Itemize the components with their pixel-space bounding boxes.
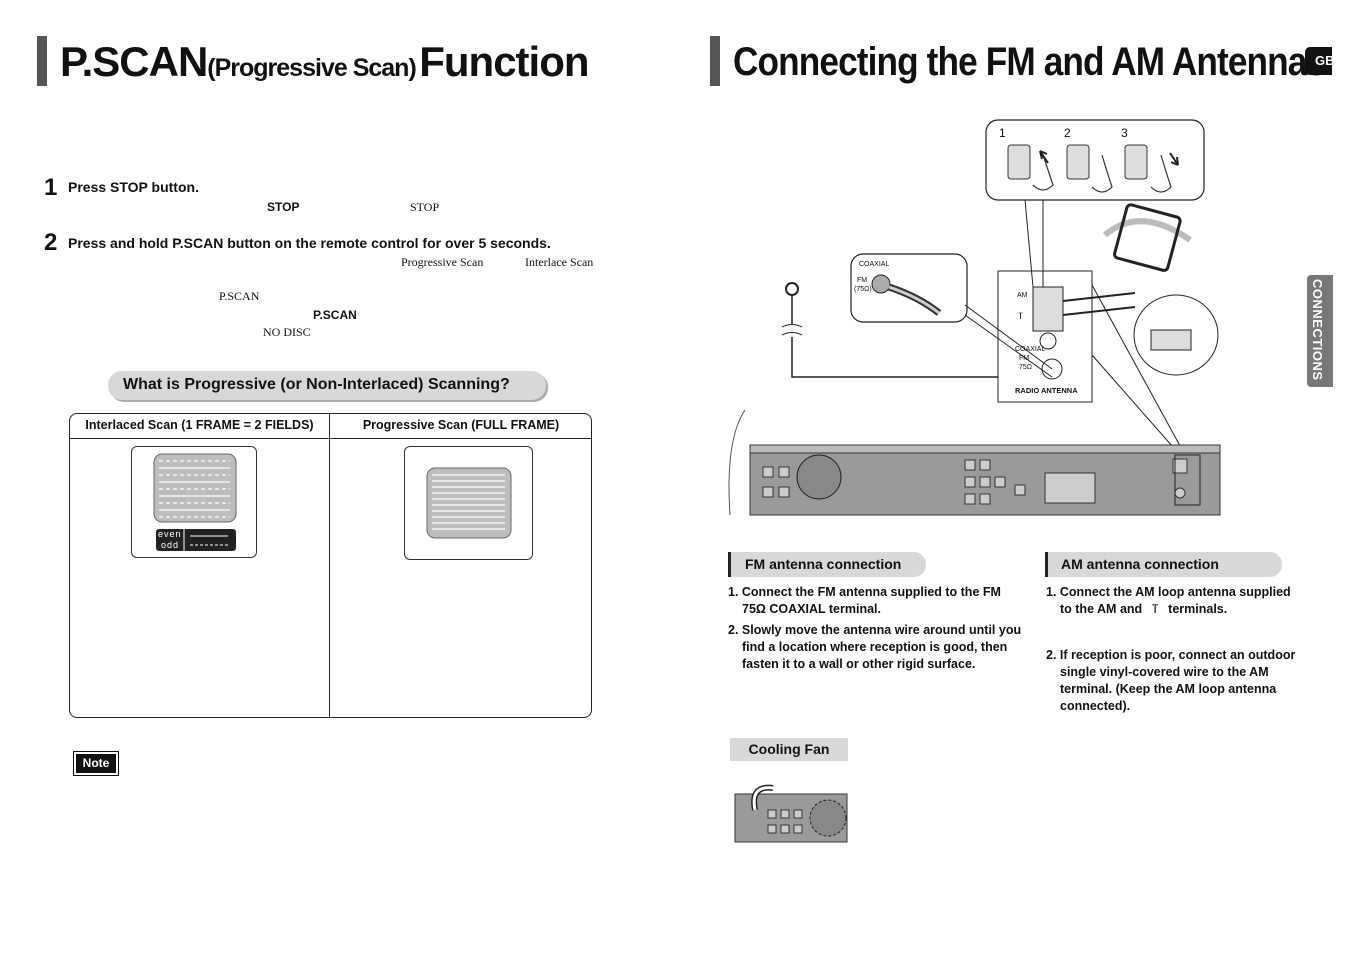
title-accent-bar: [37, 36, 47, 86]
stop-serif: STOP: [410, 200, 440, 214]
col-progressive-header: Progressive Scan (FULL FRAME): [362, 418, 560, 432]
language-tab-label: GB: [1315, 53, 1332, 68]
fm-ohm-label: (75Ω): [854, 286, 872, 293]
radio-antenna-label: RADIO ANTENNA: [1015, 386, 1078, 395]
am-item-1-line2: to the AM and ⴶ terminals.: [1046, 601, 1316, 618]
title-accent-bar-right: [710, 36, 720, 86]
language-tab: GB: [1305, 47, 1332, 75]
fm-connection-heading: FM antenna connection: [728, 552, 926, 577]
fm-item-1: 1. Connect the FM antenna supplied to th…: [728, 585, 1001, 616]
connections-side-tab: CONNECTIONS: [1307, 275, 1333, 387]
am-item-1-line1: 1. Connect the AM loop antenna supplied: [1046, 585, 1291, 599]
step-1-number: 1: [44, 174, 58, 201]
am-connection-heading: AM antenna connection: [1045, 552, 1282, 577]
page-title-left: P.SCAN(Progressive Scan) Function: [60, 38, 590, 86]
progressive-scan-text: Progressive Scan: [401, 255, 484, 269]
fm-item-2: 2. Slowly move the antenna wire around u…: [728, 623, 1022, 671]
table-column-divider: [329, 414, 330, 717]
fm-label: FM: [857, 277, 868, 284]
am-heading-text: AM antenna connection: [1061, 556, 1219, 572]
section-heading-progressive: What is Progressive (or Non-Interlaced) …: [108, 371, 546, 400]
ohm-panel-label: 75Ω: [1019, 364, 1033, 371]
progressive-screen-icon: [426, 467, 512, 539]
am-item-1-text-a: to the AM and: [1060, 602, 1143, 616]
am-item-1-text-b: terminals.: [1168, 602, 1228, 616]
coaxial-label: COAXIAL: [859, 261, 890, 268]
note-label: Note: [76, 754, 116, 773]
interlaced-screen-icon: [153, 453, 237, 551]
interlace-scan-text: Interlace Scan: [525, 255, 594, 269]
diagram-step-1: 1: [999, 126, 1006, 140]
title-main: P.SCAN: [60, 38, 208, 85]
no-disc-text: NO DISC: [263, 325, 311, 339]
connections-tab-label: CONNECTIONS: [1310, 279, 1325, 381]
pscan-bold: P.SCAN: [313, 308, 357, 322]
title-end: Function: [419, 38, 589, 85]
diagram-step-2: 2: [1064, 126, 1071, 140]
odd-label: odd: [161, 540, 180, 550]
section-heading-text: What is Progressive (or Non-Interlaced) …: [123, 376, 510, 393]
scan-comparison-table: Interlaced Scan (1 FRAME = 2 FIELDS) Pro…: [69, 413, 592, 718]
fm-instructions: 1. Connect the FM antenna supplied to th…: [728, 584, 1028, 677]
fm-heading-text: FM antenna connection: [745, 556, 902, 572]
even-label: even: [158, 529, 182, 539]
am-label: AM: [1017, 292, 1028, 299]
interlaced-illustration: even odd: [131, 446, 257, 558]
ground-symbol: ⴶ: [1018, 311, 1024, 321]
antenna-connection-diagram: [728, 119, 1221, 516]
note-badge: Note: [73, 751, 119, 776]
col-interlaced-header: Interlaced Scan (1 FRAME = 2 FIELDS): [85, 418, 314, 432]
am-instructions-2: 2. If reception is poor, connect an outd…: [1046, 647, 1311, 719]
table-header-divider: [70, 438, 591, 439]
stop-bold: STOP: [267, 200, 300, 214]
progressive-illustration: [404, 446, 533, 560]
coaxial-panel-label: COAXIAL: [1015, 346, 1046, 353]
title-paren: (Progressive Scan): [207, 54, 416, 82]
ground-terminal-icon: ⴶ: [1151, 602, 1159, 616]
am-item-1: 1. Connect the AM loop antenna supplied …: [1046, 584, 1316, 618]
step-2-text: Press and hold P.SCAN button on the remo…: [68, 235, 551, 251]
cooling-fan-illustration: [734, 784, 848, 843]
fm-panel-label: FM: [1019, 355, 1030, 362]
pscan-serif: P.SCAN: [219, 289, 260, 303]
am-item-2: 2. If reception is poor, connect an outd…: [1046, 648, 1296, 713]
step-1-text: Press STOP button.: [68, 179, 199, 195]
cooling-fan-heading: Cooling Fan: [730, 738, 848, 761]
diagram-step-3: 3: [1121, 126, 1128, 140]
step-2-number: 2: [44, 229, 58, 256]
page-title-right: Connecting the FM and AM Antennas: [733, 40, 1326, 84]
cooling-fan-text: Cooling Fan: [748, 741, 830, 757]
